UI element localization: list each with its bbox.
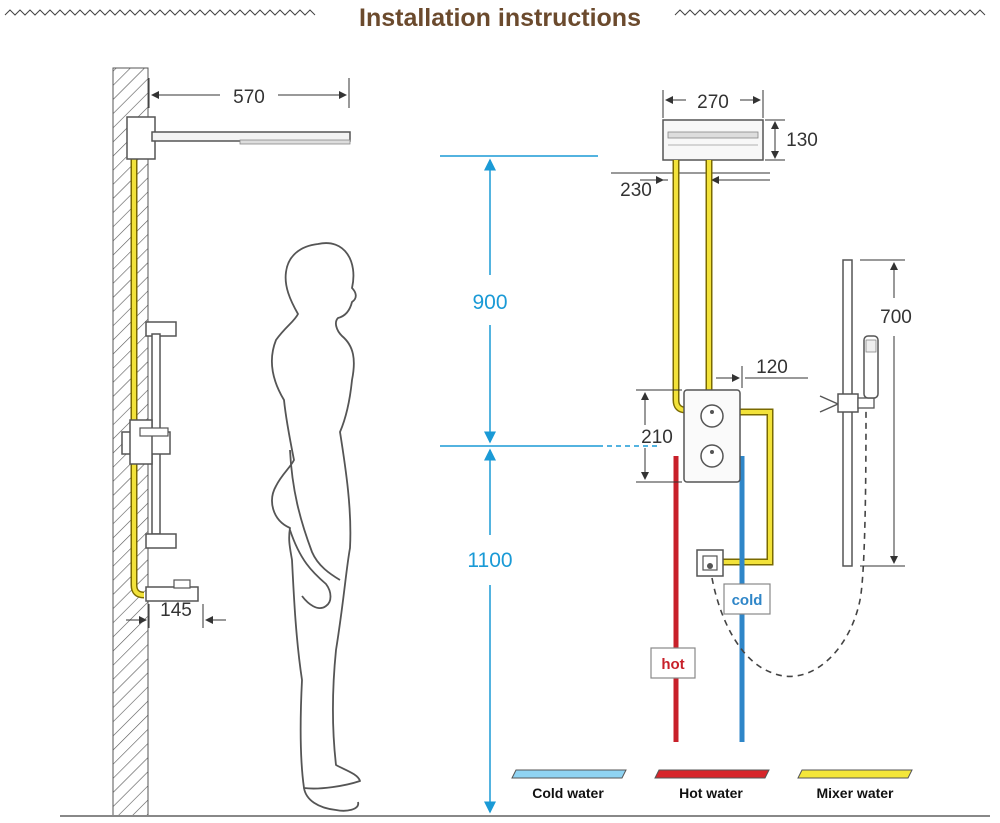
hot-tag: hot	[650, 647, 696, 679]
shower-arm-side	[126, 116, 351, 160]
lower-height-label: 1100	[467, 549, 512, 572]
title-ornament-right	[674, 9, 986, 16]
outlet-offset-dimension: 145	[126, 600, 226, 628]
human-figure	[270, 242, 361, 812]
valve-height-label: 210	[641, 427, 673, 448]
legend-item-hot: Hot water	[654, 769, 770, 801]
valve-height-dimension: 210	[636, 389, 682, 483]
legend-swatch-cold	[511, 769, 627, 779]
valve-front	[683, 389, 741, 483]
head-offset-dimension: 230	[611, 172, 770, 201]
legend: Cold water Hot water Mixer water	[511, 769, 913, 801]
valve-side	[121, 419, 171, 465]
head-height-label: 130	[786, 130, 818, 151]
head-height-dimension: 130	[765, 119, 818, 161]
legend-swatch-hot	[654, 769, 770, 779]
upper-height-label: 900	[472, 291, 507, 314]
legend-label-cold: Cold water	[532, 785, 604, 801]
valve-width-label: 120	[756, 357, 788, 378]
legend-label-mixer: Mixer water	[816, 785, 894, 801]
wall-mixer-pipe	[132, 128, 145, 597]
head-width-dimension: 270	[662, 90, 764, 118]
cold-tag-label: cold	[732, 592, 763, 609]
legend-item-cold: Cold water	[511, 769, 627, 801]
legend-label-hot: Hot water	[679, 785, 743, 801]
arm-length-label: 570	[233, 87, 265, 108]
height-dimensions: 900 1100	[440, 155, 660, 814]
shower-hose	[711, 409, 867, 678]
page-title: Installation instructions	[359, 4, 641, 32]
slide-bar-height-label: 700	[880, 307, 912, 328]
cold-tag: cold	[723, 583, 771, 615]
title-ornament-left	[4, 9, 316, 16]
legend-item-mixer: Mixer water	[797, 769, 913, 801]
head-offset-label: 230	[620, 180, 652, 201]
shower-head-front	[662, 119, 764, 161]
arm-length-dimension: 570	[148, 78, 350, 108]
outlet-offset-label: 145	[160, 600, 192, 621]
outlet-side	[145, 579, 199, 602]
head-width-label: 270	[697, 92, 729, 113]
slide-bar-front	[819, 259, 879, 567]
slide-bar-height-dimension: 700	[860, 259, 912, 567]
outlet-front	[696, 549, 724, 577]
valve-width-dimension: 120	[716, 357, 808, 388]
hot-tag-label: hot	[661, 656, 684, 673]
legend-swatch-mixer	[797, 769, 913, 779]
